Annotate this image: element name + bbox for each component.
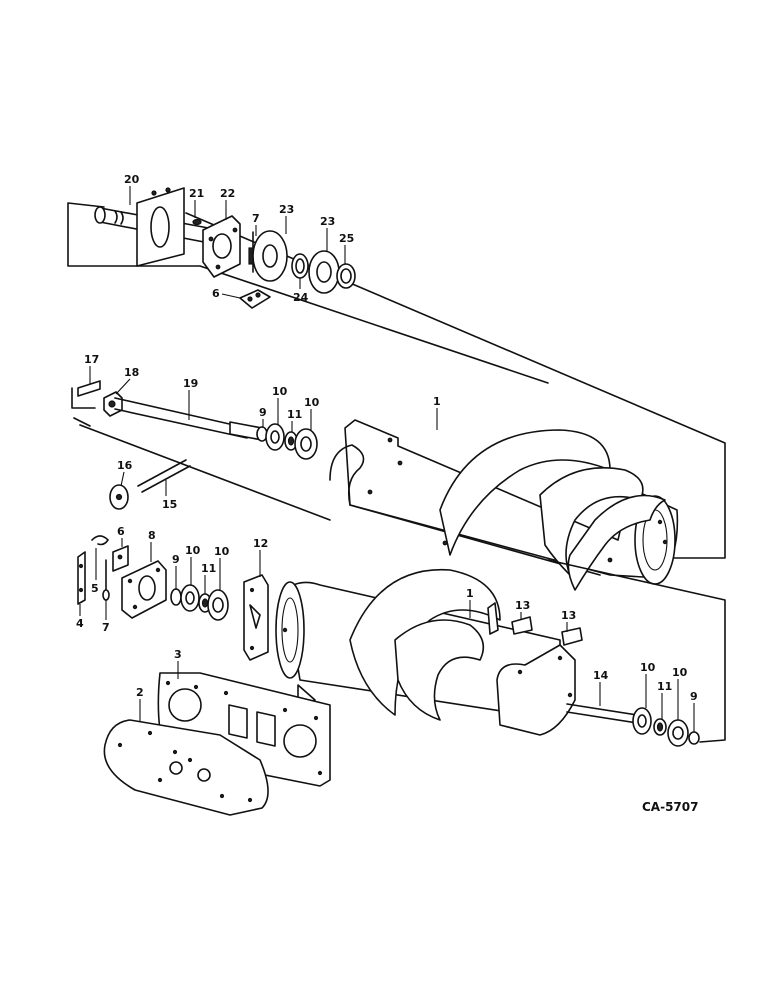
callout-11: 11 [201,562,216,575]
callout-23: 23 [320,215,335,228]
callout-13: 13 [561,609,576,622]
callout-3: 3 [174,648,182,661]
callout-10: 10 [214,545,230,558]
callout-6: 6 [212,287,220,300]
callout-22: 22 [220,187,235,200]
drawing-code: CA-5707 [642,800,698,814]
callout-11: 11 [287,408,302,421]
callout-20: 20 [124,173,140,186]
top-shaft-assembly [94,187,356,309]
callout-21: 21 [189,187,204,200]
callout-9: 9 [259,406,267,419]
callout-10: 10 [272,385,288,398]
callout-23: 23 [279,203,294,216]
callout-4: 4 [76,617,84,630]
callout-14: 14 [593,669,609,682]
upper-assembly-plane [67,202,726,559]
callout-7: 7 [102,621,110,634]
callout-19: 19 [183,377,198,390]
callout-17: 17 [84,353,99,366]
callout-10: 10 [640,661,656,674]
callout-24: 24 [293,291,309,304]
callout-9: 9 [690,690,698,703]
callout-12: 12 [253,537,268,550]
callout-10: 10 [672,666,688,679]
callout-16: 16 [117,459,133,472]
callout-13: 13 [515,599,530,612]
callout-10: 10 [304,396,320,409]
leader-lines [79,186,695,732]
lower-left-bearing-assembly [77,535,269,661]
callout-1: 1 [466,587,474,600]
callout-10: 10 [185,544,201,557]
callout-15: 15 [162,498,177,511]
callout-25: 25 [339,232,354,245]
lower-auger-assembly [275,559,726,747]
cover-plates [103,672,331,816]
callout-18: 18 [124,366,139,379]
upper-auger-assembly [71,380,679,591]
callout-7: 7 [252,212,260,225]
callout-5: 5 [91,582,99,595]
callout-11: 11 [657,680,672,693]
callout-2: 2 [136,686,144,699]
callout-labels: 20 21 22 7 23 23 25 6 24 17 18 19 10 9 1… [76,173,698,814]
callout-6: 6 [117,525,125,538]
callout-1: 1 [433,395,441,408]
callout-8: 8 [148,529,156,542]
callout-9: 9 [172,553,180,566]
